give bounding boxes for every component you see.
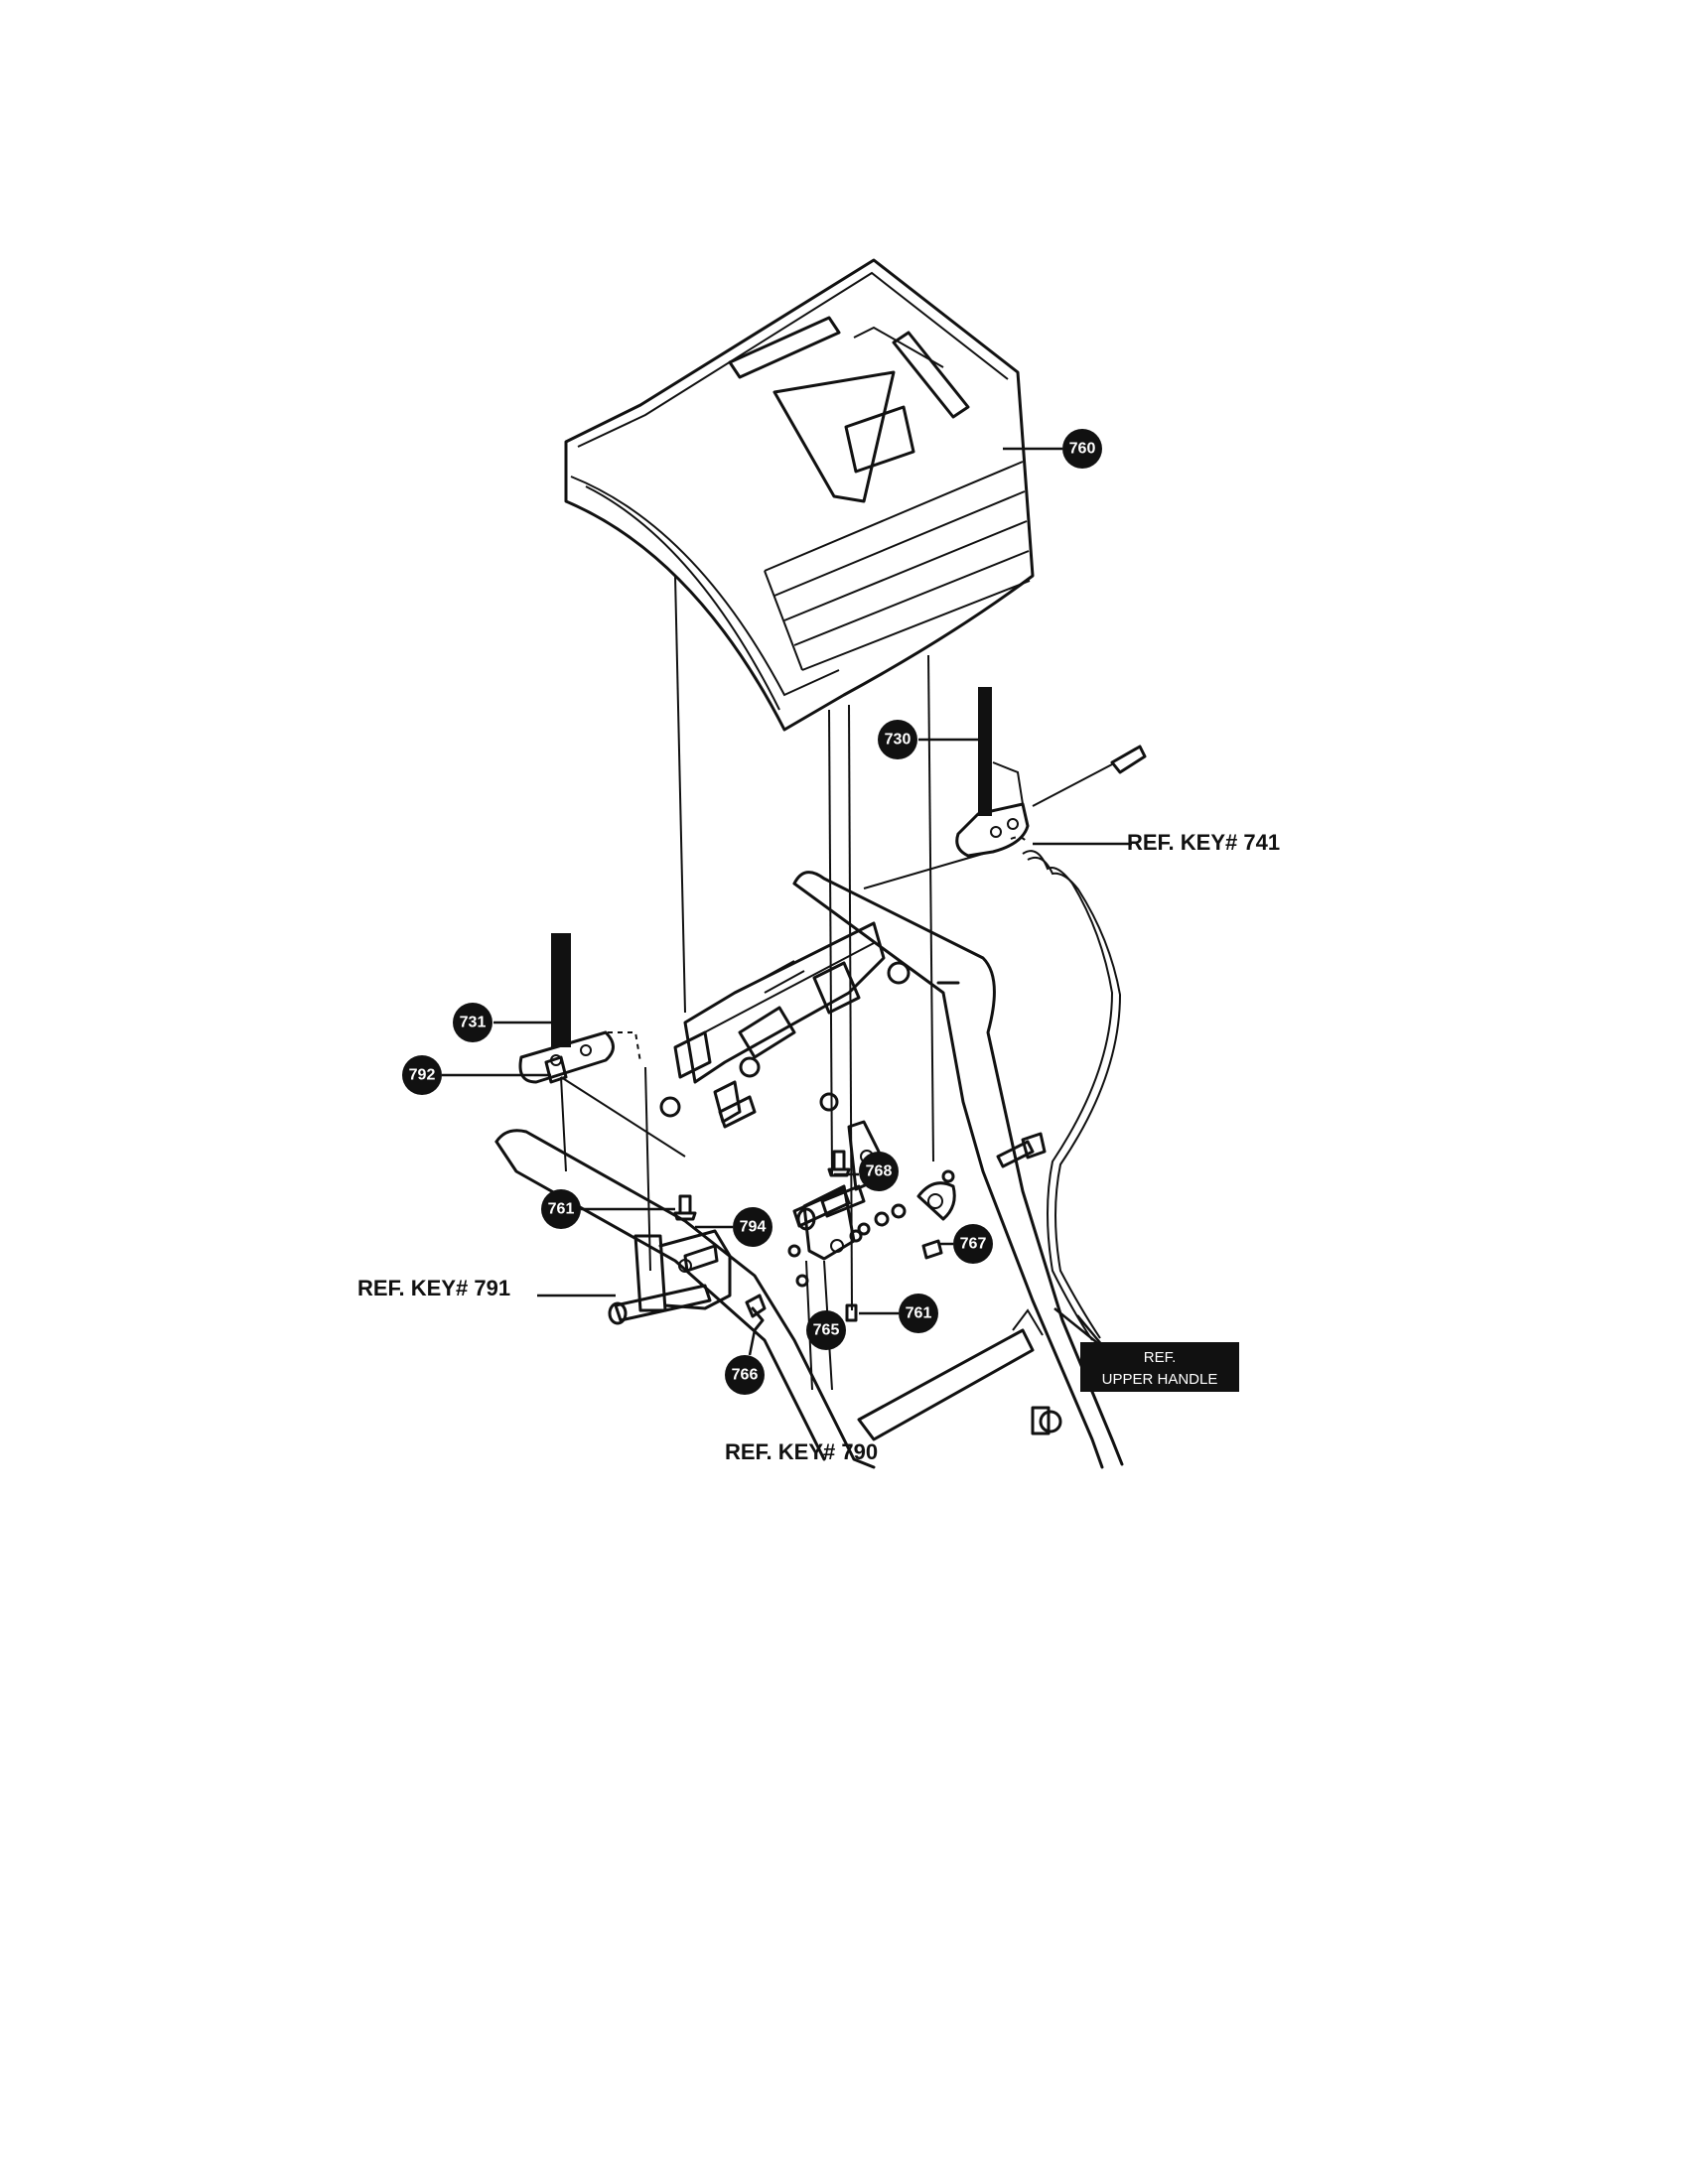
cable-741 (1010, 836, 1122, 1341)
callout-731: 731 (453, 1003, 492, 1042)
callout-766-label: 766 (732, 1367, 759, 1384)
handle-frame (494, 871, 1124, 1469)
ref-upper-handle-box: REF. UPPER HANDLE (1080, 1342, 1239, 1392)
callout-730-label: 730 (885, 732, 912, 749)
leader-lines (442, 447, 1132, 1356)
lever-731 (518, 933, 686, 1272)
ref-key-790-label: REF. KEY# 790 (725, 1439, 878, 1464)
ref-key-741-label: REF. KEY# 741 (1127, 830, 1280, 855)
callout-731-label: 731 (460, 1015, 487, 1031)
callout-761-left: 761 (541, 1189, 581, 1229)
callout-767-label: 767 (960, 1236, 987, 1253)
console-cover (564, 258, 1035, 732)
callout-765: 765 (806, 1310, 846, 1350)
ref-upper-handle-line1: REF. (1144, 1349, 1177, 1366)
ref-upper-handle-line2: UPPER HANDLE (1102, 1371, 1218, 1388)
lever-730 (863, 687, 1147, 889)
bracket-767 (849, 1169, 956, 1260)
callout-792-label: 792 (409, 1067, 436, 1084)
callout-760: 760 (1062, 429, 1102, 469)
callout-761-left-label: 761 (548, 1201, 575, 1218)
callout-794: 794 (733, 1207, 772, 1247)
callout-768: 768 (859, 1152, 899, 1191)
callout-794-label: 794 (740, 1219, 767, 1236)
callout-760-label: 760 (1069, 441, 1096, 458)
callout-765-label: 765 (813, 1322, 840, 1339)
callout-767: 767 (953, 1224, 993, 1264)
callout-761-right: 761 (899, 1294, 938, 1333)
callout-761-right-label: 761 (906, 1305, 932, 1322)
callout-730: 730 (878, 720, 917, 759)
callout-792: 792 (402, 1055, 442, 1095)
callout-768-label: 768 (866, 1163, 893, 1180)
ref-key-791-label: REF. KEY# 791 (357, 1276, 510, 1300)
bracket-791 (608, 1229, 732, 1325)
callout-766: 766 (725, 1355, 765, 1395)
center-bracket (659, 921, 911, 1129)
